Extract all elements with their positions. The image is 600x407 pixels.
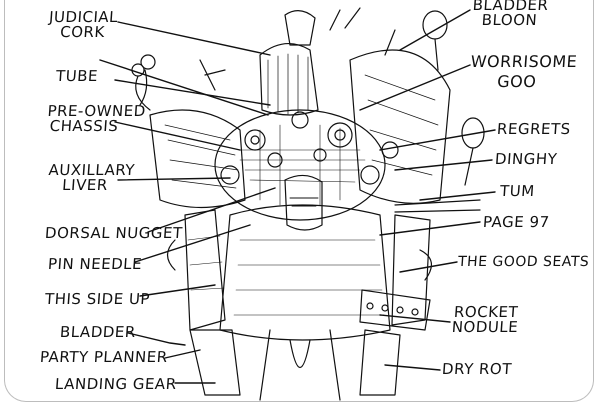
label-dorsal-nugget: DORSAL NUGGET bbox=[44, 224, 184, 242]
label-landing-gear: LANDING GEAR bbox=[54, 375, 178, 393]
label-pin-needle: PIN NEEDLE bbox=[47, 255, 143, 273]
label-line: DORSAL NUGGET bbox=[44, 224, 184, 242]
label-line: LANDING GEAR bbox=[54, 375, 178, 393]
label-line: THE GOOD SEATS bbox=[457, 254, 590, 270]
drawing-right-wing bbox=[349, 49, 451, 204]
drawing-left-wing bbox=[149, 109, 246, 209]
label-line: DRY ROT bbox=[441, 360, 513, 378]
label-judicial-cork: JUDICIAL CORK bbox=[47, 8, 119, 41]
drawing-torso bbox=[219, 204, 391, 341]
label-line: WORRISOME bbox=[470, 52, 578, 71]
label-pre-owned-chassis: PRE-OWNED CHASSIS bbox=[46, 102, 146, 135]
label-line: REGRETS bbox=[496, 120, 572, 138]
label-bladder-bloon: BLADDER BLOON bbox=[469, 0, 551, 29]
label-rocket-nodule: ROCKET NODULE bbox=[447, 303, 524, 336]
label-regrets: REGRETS bbox=[496, 120, 572, 138]
label-line: LIVER bbox=[61, 176, 109, 194]
label-dry-rot: DRY ROT bbox=[441, 360, 513, 378]
label-line: CORK bbox=[59, 23, 106, 41]
label-line: TUM bbox=[499, 182, 536, 200]
drawing-knight-helm bbox=[284, 174, 323, 231]
label-line: PARTY PLANNER bbox=[39, 348, 169, 366]
drawing-head-dome bbox=[259, 43, 319, 116]
label-tube: TUBE bbox=[55, 67, 99, 85]
label-line: TUBE bbox=[55, 67, 99, 85]
label-page-97: PAGE 97 bbox=[482, 213, 551, 231]
label-tum: TUM bbox=[499, 182, 536, 200]
label-line: GOO bbox=[496, 72, 538, 91]
label-bladder: BLADDER bbox=[59, 323, 137, 341]
label-worrisome-goo: WORRISOME GOO bbox=[469, 52, 578, 92]
label-the-good-seats: THE GOOD SEATS bbox=[457, 254, 590, 270]
label-line: DINGHY bbox=[494, 150, 558, 168]
label-line: BLOON bbox=[481, 11, 538, 29]
label-dinghy: DINGHY bbox=[494, 150, 558, 168]
label-auxillary-liver: AUXILLARY LIVER bbox=[47, 161, 136, 194]
drawing-left-tank bbox=[184, 209, 226, 331]
drawing-engine-core bbox=[214, 109, 386, 221]
label-line: PAGE 97 bbox=[482, 213, 551, 231]
label-line: THIS SIDE UP bbox=[44, 290, 151, 308]
drawing-top-stack bbox=[284, 10, 316, 46]
label-line: BLADDER bbox=[59, 323, 137, 341]
label-this-side-up: THIS SIDE UP bbox=[44, 290, 151, 308]
label-line: NODULE bbox=[451, 318, 519, 336]
drawing-barrel bbox=[394, 199, 481, 213]
label-party-planner: PARTY PLANNER bbox=[39, 348, 169, 366]
label-line: PIN NEEDLE bbox=[47, 255, 143, 273]
drawing-legs bbox=[259, 329, 341, 401]
card-border bbox=[4, 0, 594, 402]
label-line: CHASSIS bbox=[49, 117, 119, 135]
leader-lines bbox=[99, 9, 496, 384]
